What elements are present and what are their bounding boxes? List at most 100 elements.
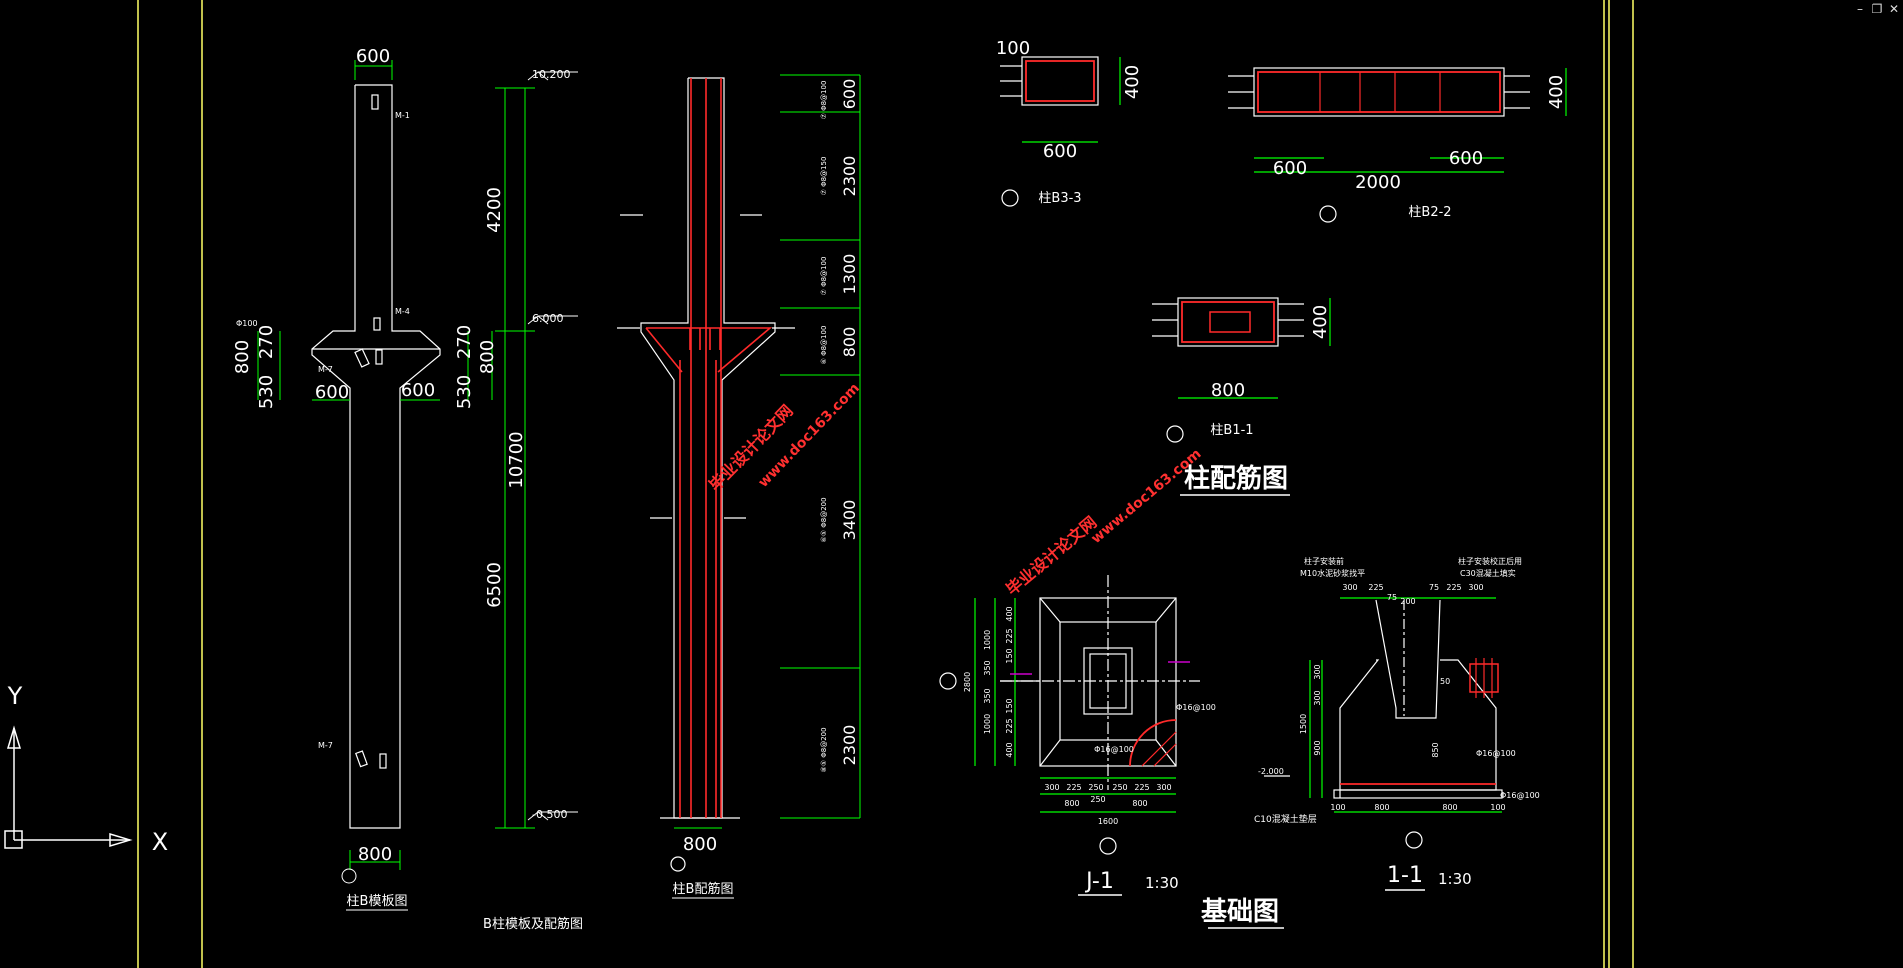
rebar-heading: 柱配筋图 (1184, 463, 1288, 494)
j1-m-1: 250 (1090, 795, 1105, 804)
diam-100: Φ100 (236, 319, 258, 328)
j1-m-0: 800 (1064, 799, 1079, 808)
s33-dim-100: 100 (996, 38, 1030, 59)
embed-m7b: M-7 (318, 741, 333, 750)
s33-dim-400: 400 (1122, 65, 1143, 99)
fw-left-270: 270 (256, 325, 277, 359)
j1-dim-text: 300 225 250 250 225 300 800 250 800 1600… (963, 606, 1216, 826)
s22-title: 柱B2-2 (1408, 205, 1451, 220)
fw-left-600: 600 (315, 382, 349, 403)
rf-note-1: ⑦ Φ8@150 (820, 157, 828, 196)
rf-dim-600: 600 (840, 79, 859, 110)
rf-dim-800: 800 (840, 327, 859, 358)
s11-v-1: 300 (1313, 690, 1322, 705)
minimize-button[interactable]: – (1857, 2, 1863, 16)
j1-vi-3: 150 (1005, 698, 1014, 713)
s11-title: 柱B1-1 (1210, 423, 1253, 438)
el-bracket: 6.000 (532, 312, 564, 325)
fw-top-width: 600 (356, 46, 390, 67)
foundation-s11 (1264, 597, 1503, 849)
embed-m7a: M-7 (318, 365, 333, 374)
s11-note-r2: C30混凝土填实 (1460, 568, 1516, 578)
ucs-y-label: Y (7, 682, 23, 710)
s11-v-2: 900 (1313, 740, 1322, 755)
restore-button[interactable]: ❐ (1871, 2, 1883, 16)
section-3-3 (1000, 56, 1121, 207)
formwork-title: 柱B模板图 (347, 894, 408, 909)
el-bottom: -0.500 (532, 808, 567, 821)
s11-b-3: 100 (1490, 803, 1505, 812)
s11-rebar-1: Φ16@100 (1500, 791, 1540, 800)
j1-scale: 1:30 (1145, 874, 1179, 892)
combo-title: B柱模板及配筋图 (483, 916, 583, 932)
foundation-j1-plan (939, 575, 1200, 855)
s11-note-l2: M10水泥砂浆找平 (1300, 568, 1365, 578)
rf-note-0: ⑦ Φ8@100 (820, 81, 828, 120)
fw-dim-4200: 4200 (484, 187, 505, 233)
j1-v-3: 1000 (983, 714, 992, 734)
j1-h-5: 300 (1156, 783, 1171, 792)
rf-note-5: ⑧⑤ Φ8@200 (820, 727, 828, 772)
fw-right-800: 800 (477, 340, 498, 374)
fw-right-270: 270 (454, 325, 475, 359)
j1-rebar-0: Φ16@100 (1176, 703, 1216, 712)
formwork-elevation-marks (341, 71, 578, 884)
j1-vi-4: 225 (1005, 718, 1014, 733)
fw-dim-6500: 6500 (484, 562, 505, 608)
fw-right-600: 600 (401, 380, 435, 401)
s11-el: -2.000 (1258, 767, 1284, 776)
j1-v-2: 350 (983, 688, 992, 703)
watermark-2-url: www.doc163.com (1088, 446, 1204, 547)
rf-note-4: ⑥⑤ Φ8@200 (820, 497, 828, 542)
el-top: 10.200 (532, 68, 571, 81)
watermark-1-cn: 毕业设计论文网 (705, 401, 796, 495)
j1-vi-2: 150 (1005, 648, 1014, 663)
rf-dim-1300: 1300 (840, 254, 859, 295)
section-2-2 (1228, 67, 1567, 223)
rf-dim-2300b: 2300 (840, 725, 859, 766)
ucs-icon (4, 725, 133, 849)
fw-right-530: 530 (454, 375, 475, 409)
close-button[interactable]: ✕ (1888, 2, 1900, 16)
drawing-frame (137, 0, 1634, 968)
fw-dim-10700: 10700 (506, 431, 527, 488)
reinforce-bars (645, 78, 773, 818)
j1-h-4: 225 (1134, 783, 1149, 792)
j1-total: 1600 (1098, 817, 1118, 826)
fw-left-800: 800 (232, 340, 253, 374)
j1-v-0: 1000 (983, 630, 992, 650)
s11-t-3: 200 (1400, 597, 1415, 606)
rf-dim-3400: 3400 (840, 500, 859, 541)
reinforce-title: 柱B配筋图 (673, 881, 734, 897)
s11-t-1: 225 (1368, 583, 1383, 592)
s11-t-4: 75 (1429, 583, 1439, 592)
s11-note-l1: 柱子安装前 (1304, 556, 1344, 566)
s11-b-1: 800 (1374, 803, 1389, 812)
j1-vi-5: 400 (1005, 742, 1014, 757)
j1-vi-0: 400 (1005, 606, 1014, 621)
watermark-2-cn: 毕业设计论文网 (1002, 513, 1100, 600)
s11-t-5: 225 (1446, 583, 1461, 592)
j1-title: J-1 (1084, 869, 1114, 894)
s11-bedding: C10混凝土垫层 (1254, 813, 1317, 825)
s33-dim-600: 600 (1043, 141, 1077, 162)
s22-dim-600a: 600 (1273, 158, 1307, 179)
s22-dim-600b: 600 (1449, 148, 1483, 169)
j1-v-1: 350 (983, 660, 992, 675)
s11-t-0: 300 (1342, 583, 1357, 592)
s11-v-3: 1500 (1299, 714, 1308, 734)
s11-b-0: 100 (1330, 803, 1345, 812)
s22-dim-400: 400 (1546, 75, 1567, 109)
reinforce-dims (674, 74, 861, 829)
j1-h-3: 250 (1112, 783, 1127, 792)
ucs-x-label: X (152, 828, 168, 856)
j1-rebar-1: Φ16@100 (1094, 745, 1134, 754)
fw-bottom-width: 800 (358, 844, 392, 865)
s11-rebar-0: Φ16@100 (1476, 749, 1516, 758)
j1-h-2: 250 (1088, 783, 1103, 792)
s11-b-2: 800 (1442, 803, 1457, 812)
fw-left-530: 530 (256, 375, 277, 409)
s22-dim-2000: 2000 (1355, 172, 1401, 193)
j1-vi-1: 225 (1005, 628, 1014, 643)
